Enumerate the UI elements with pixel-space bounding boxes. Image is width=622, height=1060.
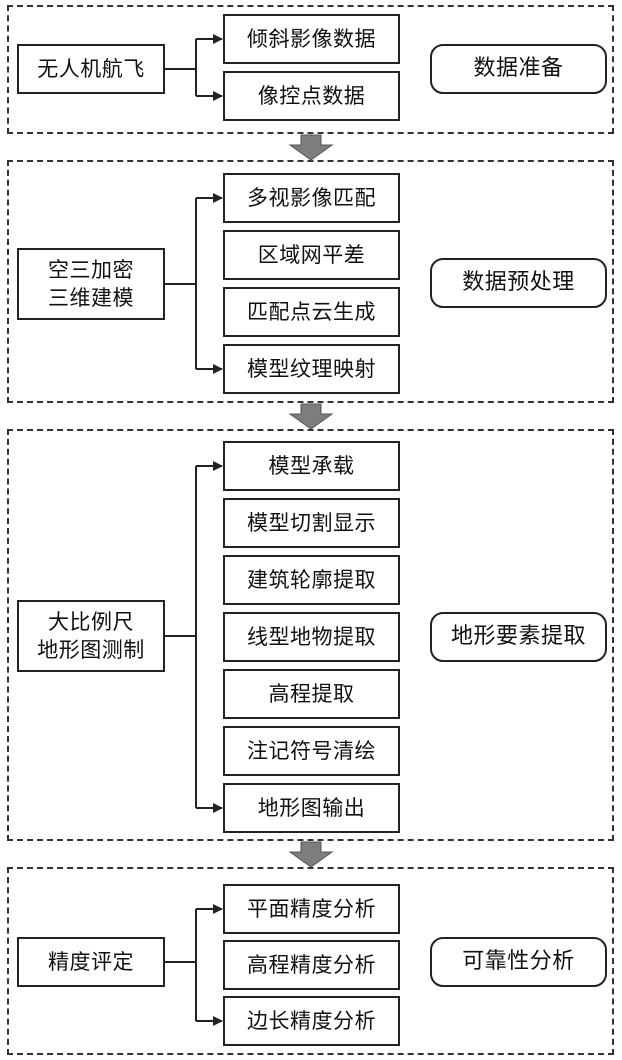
step-box: 像控点数据 xyxy=(223,71,400,121)
step-box: 模型切割显示 xyxy=(223,498,400,548)
step-box: 地形图输出 xyxy=(223,783,400,833)
step-box: 边长精度分析 xyxy=(223,996,400,1046)
step-box: 区域网平差 xyxy=(223,230,400,280)
step-box: 高程精度分析 xyxy=(223,940,400,990)
step-box: 模型纹理映射 xyxy=(223,344,400,394)
step-box: 平面精度分析 xyxy=(223,884,400,934)
source-box-accuracy-evaluation: 精度评定 xyxy=(17,937,165,987)
section-feature-extraction xyxy=(7,429,614,841)
step-box: 倾斜影像数据 xyxy=(223,14,400,64)
section-reliability-analysis xyxy=(7,867,614,1055)
source-box-large-scale-mapping: 大比例尺 地形图测制 xyxy=(17,600,165,672)
down-arrow-icon xyxy=(288,134,334,161)
down-arrow-icon xyxy=(288,841,334,868)
stage-label-data-preparation: 数据准备 xyxy=(430,44,607,94)
step-box: 线型地物提取 xyxy=(223,612,400,662)
stage-label-preprocessing: 数据预处理 xyxy=(430,258,607,308)
section-data-preparation xyxy=(7,5,614,134)
step-box: 建筑轮廓提取 xyxy=(223,555,400,605)
source-box-aerial-triangulation: 空三加密 三维建模 xyxy=(17,248,165,320)
stage-label-feature-extraction: 地形要素提取 xyxy=(430,612,607,662)
down-arrow-icon xyxy=(288,403,334,430)
stage-label-reliability-analysis: 可靠性分析 xyxy=(430,937,607,987)
section-preprocessing xyxy=(7,160,614,403)
step-box: 多视影像匹配 xyxy=(223,173,400,223)
step-box: 注记符号清绘 xyxy=(223,726,400,776)
step-box: 模型承载 xyxy=(223,441,400,491)
step-box: 高程提取 xyxy=(223,669,400,719)
source-box-uav-flight: 无人机航飞 xyxy=(17,44,165,94)
step-box: 匹配点云生成 xyxy=(223,287,400,337)
